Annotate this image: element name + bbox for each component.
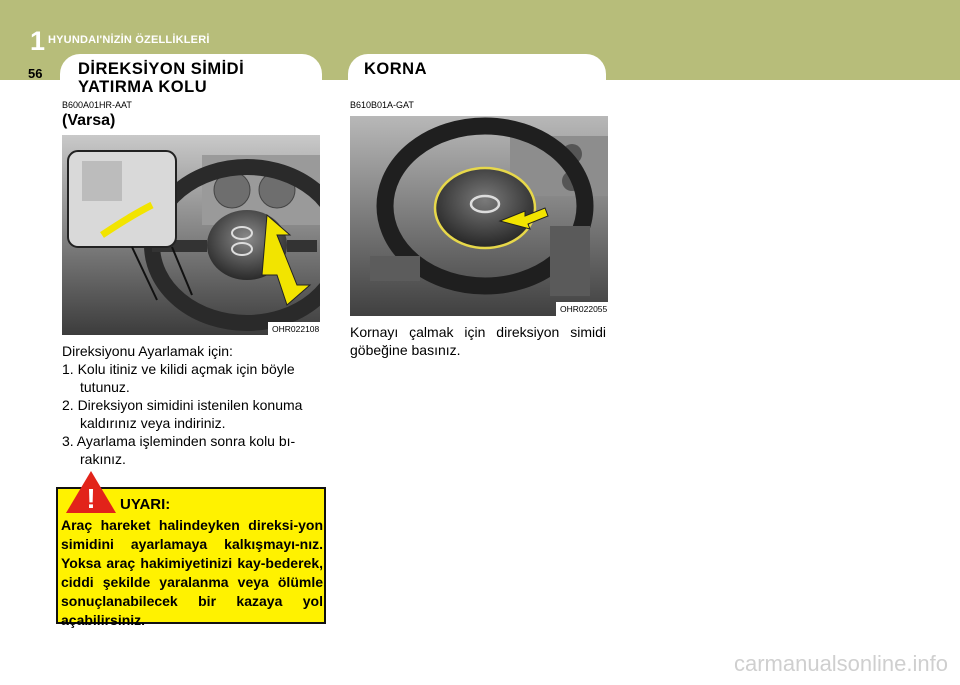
steering-tilt-photo (62, 135, 320, 335)
right-image-code: OHR022055 (556, 302, 612, 316)
chapter-title: HYUNDAI'NİZİN ÖZELLİKLERİ (48, 34, 210, 46)
right-section-code: B610B01A-GAT (350, 100, 414, 110)
left-section-title: DİREKSİYON SİMİDİ YATIRMA KOLU (78, 60, 245, 96)
watermark: carmanualsonline.info (733, 651, 948, 676)
left-section-code: B600A01HR-AAT (62, 100, 132, 110)
warning-triangle-icon: ! (66, 471, 116, 514)
left-image-code: OHR022108 (268, 322, 324, 336)
right-section-tab (348, 54, 606, 94)
warning-title: UYARI: (120, 496, 171, 513)
page-number: 56 (28, 66, 43, 81)
instruction-step-3: 3. Ayarlama işleminden sonra kolu bı-rak… (62, 433, 296, 467)
right-section-title: KORNA (364, 60, 427, 78)
left-section-subtitle: (Varsa) (62, 112, 116, 129)
left-section-tab (60, 54, 322, 94)
warning-text: Araç hareket halindeyken direksi-yon sim… (61, 517, 323, 628)
horn-photo (350, 116, 608, 316)
svg-text:!: ! (86, 483, 95, 514)
chapter-number: 1 (30, 26, 46, 56)
instructions-intro: Direksiyonu Ayarlamak için: (62, 343, 233, 359)
instruction-step-2: 2. Direksiyon simidini istenilen konuma … (62, 397, 303, 431)
adjust-instructions: Direksiyonu Ayarlamak için: 1. Kolu itin… (62, 342, 324, 468)
instruction-step-1: 1. Kolu itiniz ve kilidi açmak için böyl… (62, 361, 295, 395)
horn-instructions: Kornayı çalmak için direksiyon simidi gö… (350, 324, 606, 358)
